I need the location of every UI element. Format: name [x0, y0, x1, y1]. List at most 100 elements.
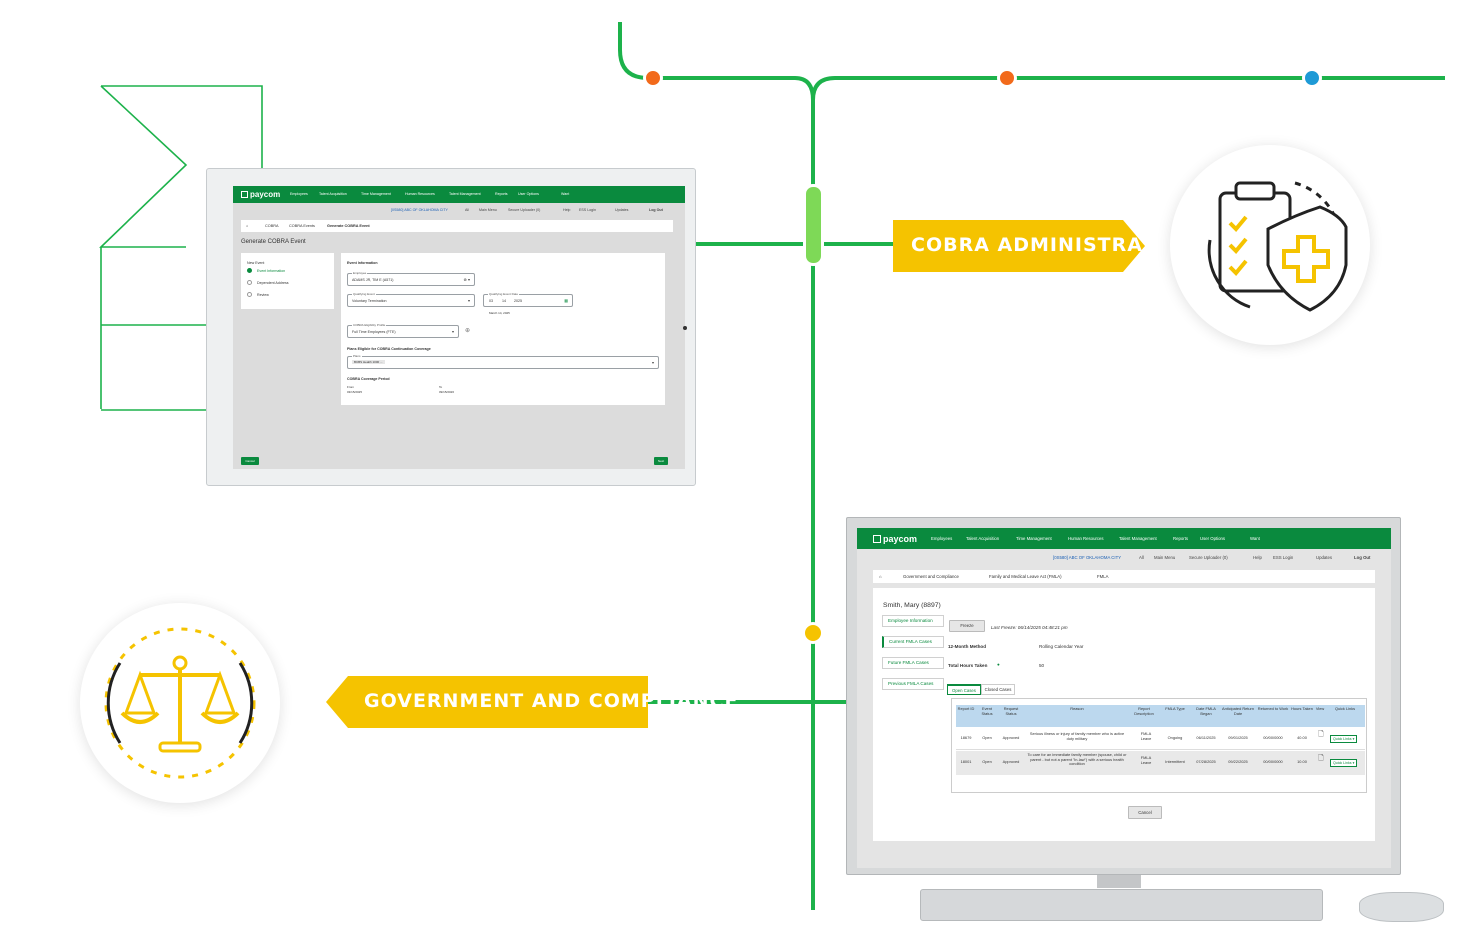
cancel-button[interactable]: Cancel [1128, 806, 1162, 819]
view-document-icon[interactable]: 🗋 [1318, 755, 1324, 762]
table-row[interactable]: 18001 Open Approved To care for an immed… [956, 751, 1365, 775]
next-button[interactable]: Next [654, 457, 668, 465]
nav-reports[interactable]: Reports [495, 192, 508, 196]
employee-field[interactable]: Employee ADAMS JR, TIM E (A571) ⊗ ▾ [347, 271, 475, 286]
nav-employees[interactable]: Employees [290, 192, 308, 196]
updates-link[interactable]: Updates [1316, 555, 1333, 560]
gov-label: GOVERNMENT AND COMPLIANCE [326, 676, 737, 728]
tab-employee-information[interactable]: Employee Information [882, 615, 944, 627]
gov-label-text: GOVERNMENT AND COMPLIANCE [364, 690, 739, 712]
breadcrumb-item[interactable]: COBRA [265, 224, 279, 228]
table-row[interactable]: 18679 Open Approved Serious illness or i… [956, 728, 1365, 750]
home-icon[interactable]: ⌂ [246, 224, 249, 228]
tab-open-cases[interactable]: Open Cases [947, 684, 981, 695]
nav-reports[interactable]: Reports [1173, 536, 1189, 541]
keyboard [920, 889, 1323, 921]
step-indicator [247, 292, 252, 297]
cobra-label: COBRA ADMINISTRATION [893, 220, 1197, 272]
column-header[interactable]: Returned to Work [1257, 706, 1289, 711]
nav-human-resources[interactable]: Human Resources [1068, 536, 1104, 541]
nav-user-options[interactable]: User Options [1200, 536, 1226, 541]
nav-user-options[interactable]: User Options [518, 192, 539, 196]
tab-previous-fmla-cases[interactable]: Previous FMLA Cases [882, 678, 944, 690]
monitor-stand [1097, 875, 1141, 888]
all-link[interactable]: All [465, 208, 469, 212]
calendar-icon[interactable]: ▦ [564, 298, 568, 303]
coverage-title: COBRA Coverage Period [347, 377, 390, 381]
column-header[interactable]: Date FMLA Began [1196, 706, 1216, 716]
column-header[interactable]: Reason [1070, 706, 1084, 711]
step-event-information[interactable]: Event Information [257, 269, 286, 273]
tab-closed-cases[interactable]: Closed Cases [981, 684, 1015, 695]
eligibility-profile-select[interactable]: COBRA Eligibility Profile Full Time Empl… [347, 323, 459, 338]
scales-of-justice-icon [104, 627, 256, 779]
page-title: Generate COBRA Event [241, 239, 306, 245]
qualifying-event-select[interactable]: Qualifying Event Voluntary Termination ▾ [347, 292, 475, 307]
column-header[interactable]: Request Status [1003, 706, 1019, 716]
nav-want[interactable]: Want [561, 192, 570, 196]
column-header[interactable]: Anticipated Return Date [1222, 706, 1255, 716]
top-nav: paycom Employees Talent Acquisition Time… [857, 528, 1391, 549]
logout-link[interactable]: Log Out [649, 208, 663, 212]
help-link[interactable]: Help [563, 208, 571, 212]
quick-links-dropdown[interactable]: Quick Links ▾ [1330, 759, 1358, 767]
company-link[interactable]: [0S580] ABC OF OKLAHOMA CITY [391, 208, 448, 212]
nav-talent-management[interactable]: Talent Management [449, 192, 481, 196]
date-hint: March 14, 2025 [489, 311, 510, 315]
info-icon[interactable]: ● [997, 662, 1000, 667]
all-link[interactable]: All [1139, 555, 1144, 560]
logout-link[interactable]: Log Out [1354, 555, 1371, 560]
home-icon[interactable]: ⌂ [879, 574, 882, 579]
tab-current-fmla-cases[interactable]: Current FMLA Cases [882, 636, 944, 648]
breadcrumb-item[interactable]: COBRA Events [289, 224, 315, 228]
nav-talent-acquisition[interactable]: Talent Acquisition [319, 192, 347, 196]
breadcrumb-item[interactable]: Family and Medical Leave Act (FMLA) [989, 574, 1062, 579]
breadcrumb-item[interactable]: Government and Compliance [903, 574, 959, 579]
plans-title: Plans Eligible for COBRA Continuation Co… [347, 347, 431, 351]
nav-talent-acquisition[interactable]: Talent Acquisition [966, 536, 1000, 541]
to-label: To [439, 385, 443, 389]
chevron-down-icon: ▾ [467, 298, 470, 303]
info-icon[interactable]: ⊕ [465, 328, 471, 334]
main-menu-link[interactable]: Main Menu [479, 208, 497, 212]
ess-login-link[interactable]: ESS Login [1273, 555, 1294, 560]
step-review[interactable]: Review [257, 293, 269, 297]
main-menu-link[interactable]: Main Menu [1154, 555, 1176, 560]
column-header[interactable]: Event Status [981, 706, 993, 716]
nav-time-management[interactable]: Time Management [1016, 536, 1052, 541]
column-header[interactable]: Quick Links [1334, 706, 1356, 711]
quick-links-dropdown[interactable]: Quick Links ▾ [1330, 735, 1358, 743]
freeze-button[interactable]: Freeze [949, 620, 985, 632]
column-header[interactable]: FMLA Type [1165, 706, 1185, 711]
clear-chevron-icon[interactable]: ⊗ ▾ [463, 277, 470, 282]
nav-human-resources[interactable]: Human Resources [405, 192, 435, 196]
ess-login-link[interactable]: ESS Login [579, 208, 596, 212]
cancel-button[interactable]: Cancel [241, 457, 259, 465]
from-label: From [347, 385, 354, 389]
updates-link[interactable]: Updates [615, 208, 629, 212]
nav-employees[interactable]: Employees [931, 536, 953, 541]
view-document-icon[interactable]: 🗋 [1318, 731, 1324, 738]
tablet-screen: paycom Employees Talent Acquisition Time… [233, 186, 685, 469]
tablet-camera [683, 326, 687, 330]
to-value: 09/15/2026 [439, 390, 455, 394]
steps-panel: New Event Event Information Dependent Ad… [241, 253, 334, 309]
event-date-field[interactable]: Qualifying Event Date 03 14 2025 ▦ [483, 292, 573, 307]
column-header[interactable]: Hours Taken [1291, 706, 1313, 711]
column-header[interactable]: Report ID [957, 706, 975, 711]
secure-uploader-link[interactable]: Secure Uploader (0) [1189, 555, 1228, 560]
tab-future-fmla-cases[interactable]: Future FMLA Cases [882, 657, 944, 669]
station-dot-orange [997, 68, 1017, 88]
secure-uploader-link[interactable]: Secure Uploader (0) [508, 208, 541, 212]
plans-select[interactable]: Plans BCBS Health 1000 ... ▾ [347, 354, 659, 369]
nav-time-management[interactable]: Time Management [361, 192, 391, 196]
nav-want[interactable]: Want [1250, 536, 1260, 541]
step-dependent-address[interactable]: Dependent Address [257, 281, 289, 285]
plan-chip[interactable]: BCBS Health 1000 ... [352, 360, 385, 364]
nav-talent-management[interactable]: Talent Management [1119, 536, 1157, 541]
column-header[interactable]: Report Description [1134, 706, 1154, 716]
column-header[interactable]: View [1315, 706, 1325, 711]
help-link[interactable]: Help [1253, 555, 1262, 560]
company-link[interactable]: [0S580] ABC OF OKLAHOMA CITY [1053, 555, 1122, 560]
from-value: 03/15/2025 [347, 390, 363, 394]
